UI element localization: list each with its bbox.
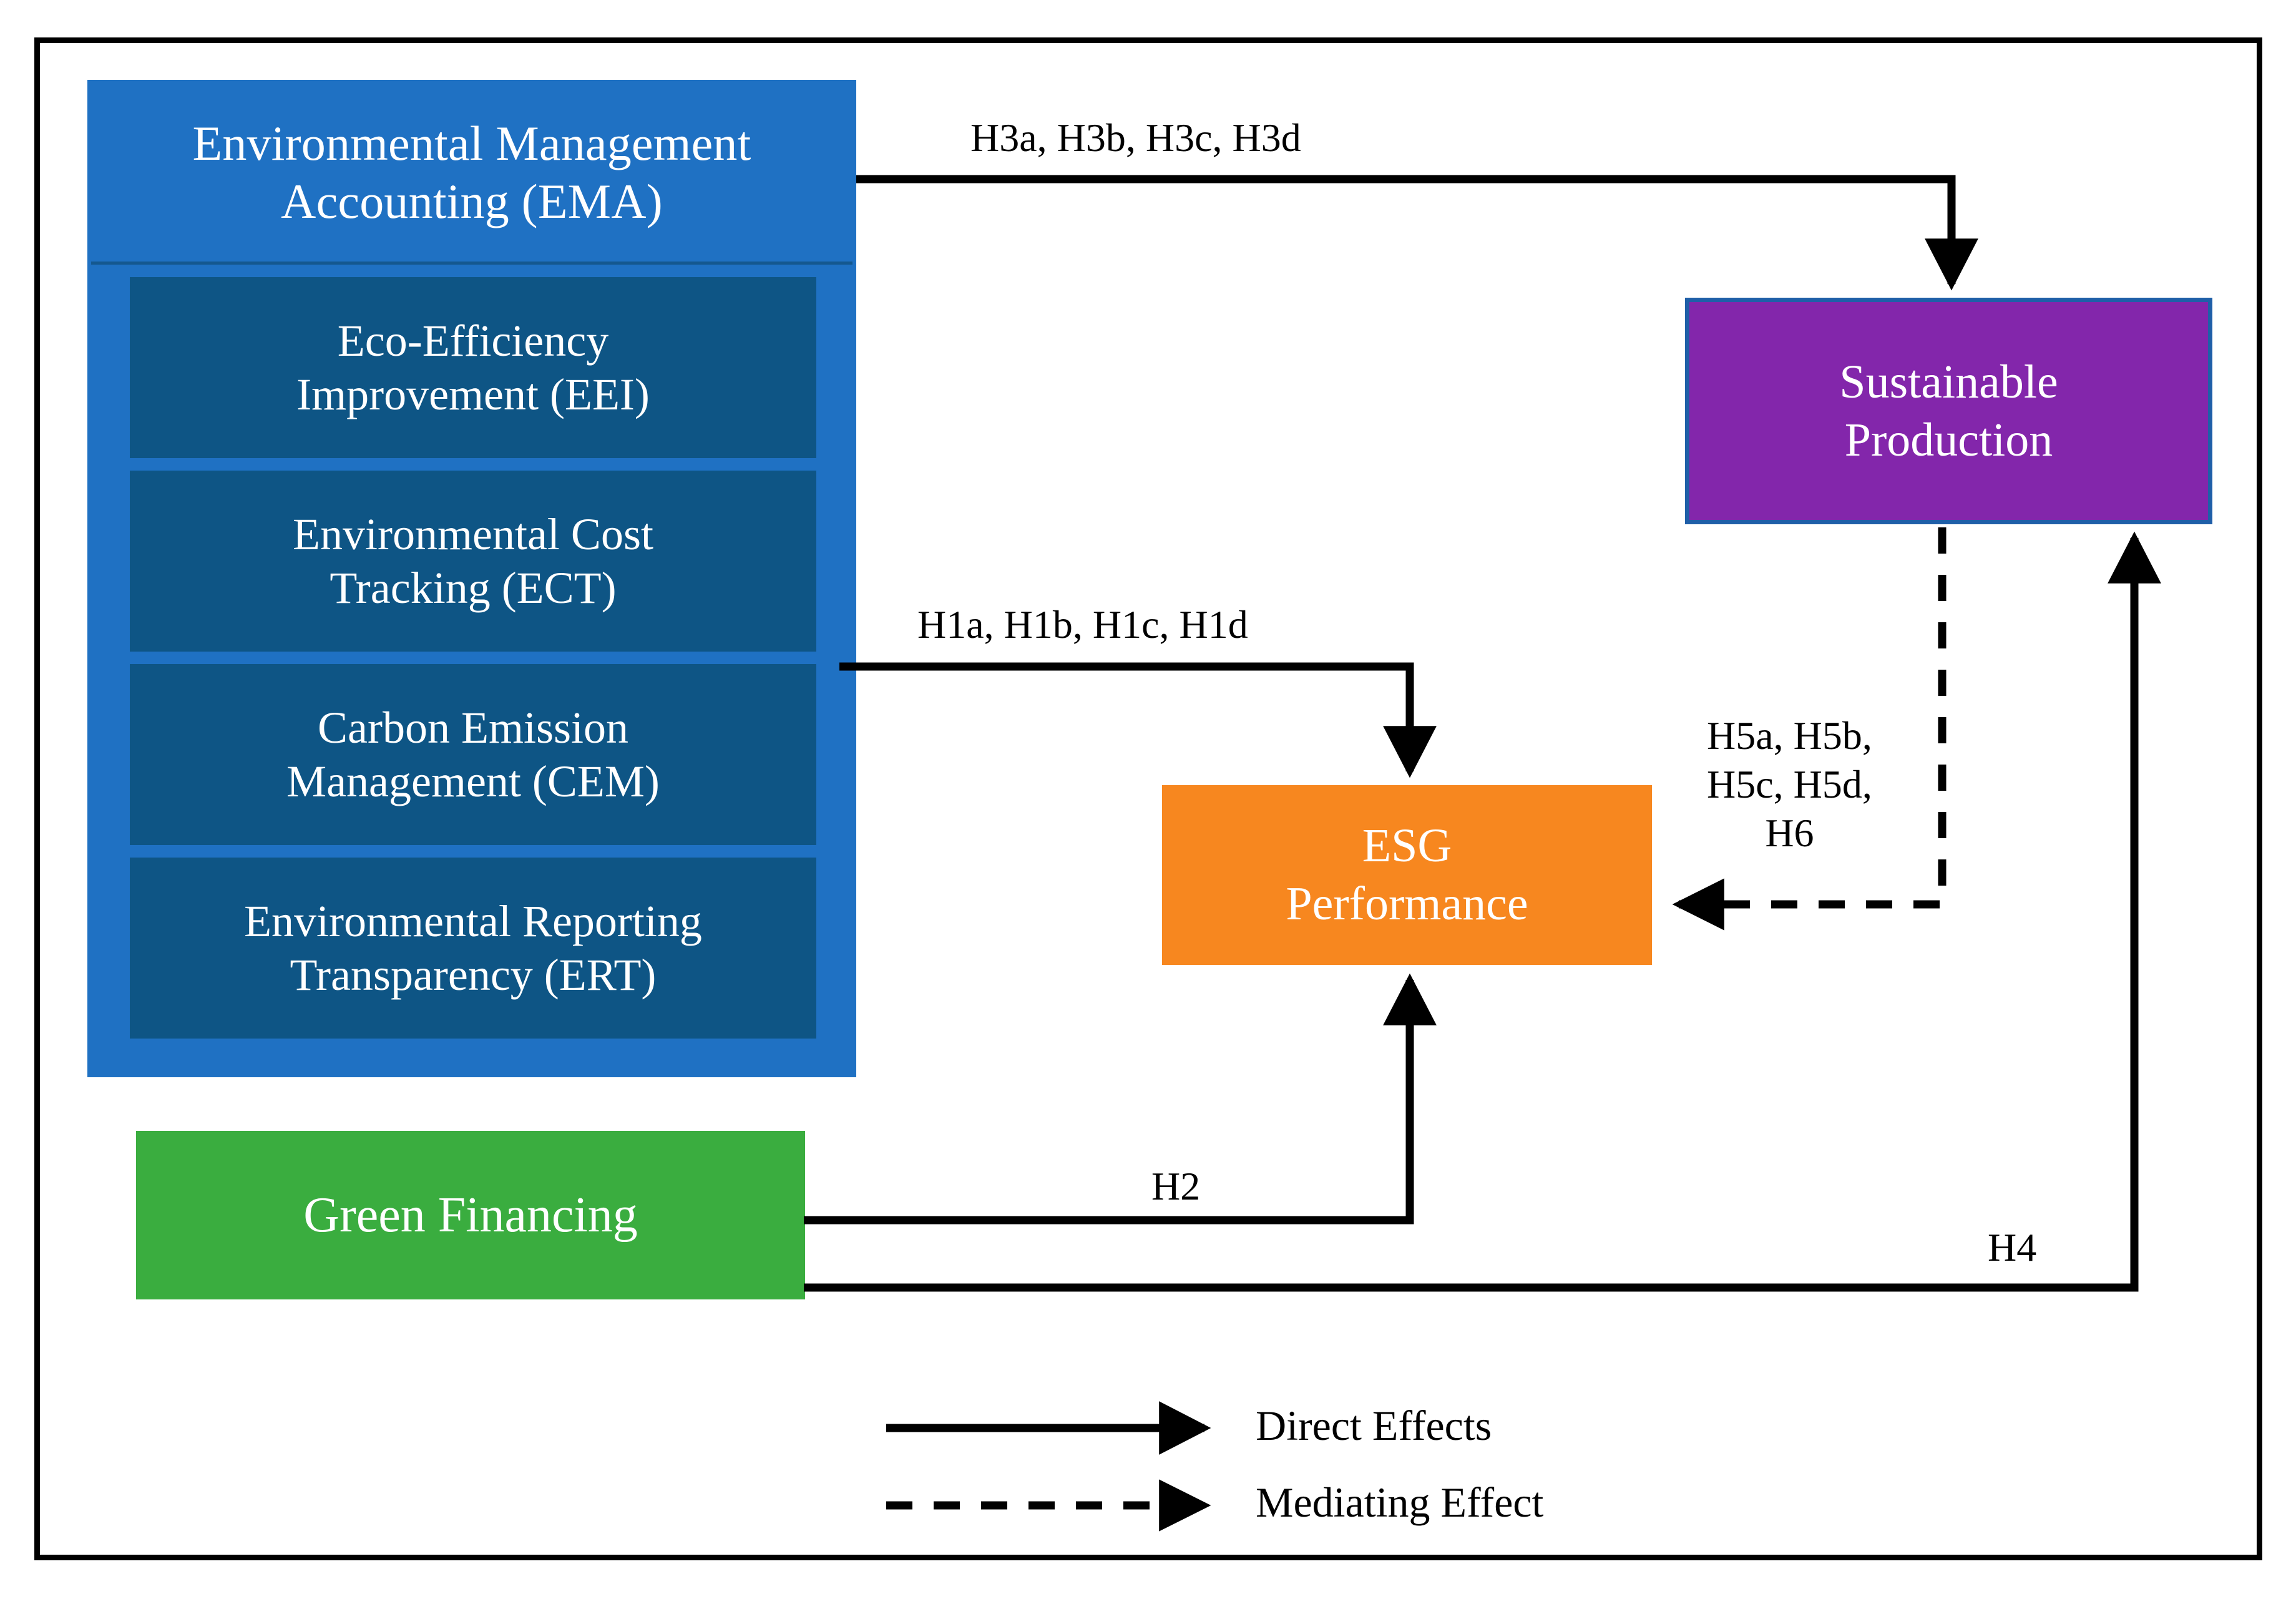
legend-direct-effects-label: Direct Effects (1256, 1402, 1492, 1449)
hypothesis-label-h3: H3a, H3b, H3c, H3d (970, 115, 1301, 160)
hypothesis-label-h2: H2 (1151, 1164, 1201, 1208)
ema-dimension-eei[interactable]: Eco-Efficiency Improvement (EEI) (130, 277, 816, 458)
sustainable-production-box[interactable]: Sustainable Production (1685, 298, 2212, 524)
ema-construct-box[interactable]: Environmental Management Accounting (EMA… (87, 80, 856, 1077)
ema-dimension-ect[interactable]: Environmental Cost Tracking (ECT) (130, 471, 816, 652)
ema-dimension-ert[interactable]: Environmental Reporting Transparency (ER… (130, 858, 816, 1039)
ema-title: Environmental Management Accounting (EMA… (91, 84, 852, 265)
hypothesis-label-h1: H1a, H1b, H1c, H1d (917, 602, 1248, 647)
esg-performance-box[interactable]: ESG Performance (1162, 785, 1652, 965)
legend-mediating-effect-label: Mediating Effect (1256, 1479, 1544, 1526)
hypothesis-label-h5-h6: H5a, H5b, H5c, H5d, H6 (1707, 713, 1872, 856)
ema-dimension-cem[interactable]: Carbon Emission Management (CEM) (130, 664, 816, 845)
hypothesis-label-h4: H4 (1988, 1225, 2037, 1269)
green-financing-box[interactable]: Green Financing (136, 1131, 805, 1299)
